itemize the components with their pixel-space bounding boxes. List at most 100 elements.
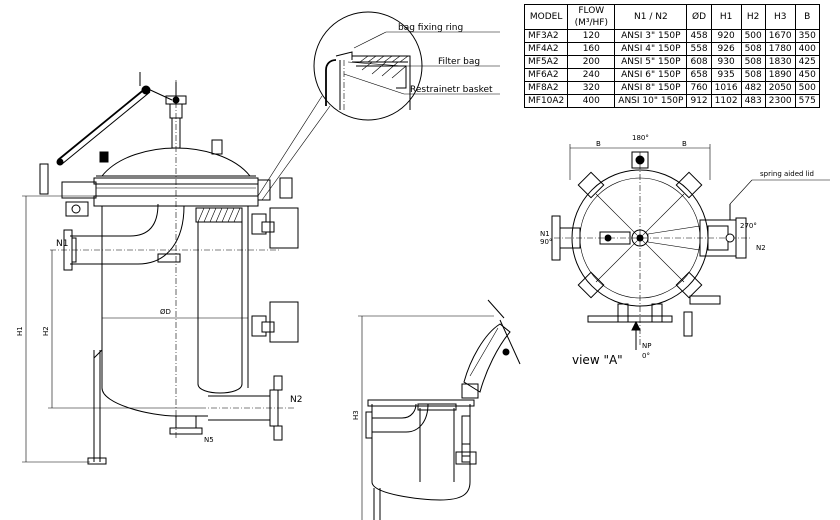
header-nozzles: N1 / N2: [614, 4, 688, 30]
open-body-flange: [367, 399, 475, 407]
table-cell: 1016: [710, 81, 742, 95]
open-outlet: [455, 451, 477, 465]
table-cell: 930: [710, 55, 742, 69]
table-header-row: MODEL FLOW (M³/HF) N1 / N2 ØD H1 H2 H3 B: [523, 4, 820, 30]
open-leg-bracket: [461, 443, 471, 463]
open-bag-ring: [417, 403, 457, 411]
inlet-gauge: [157, 253, 181, 263]
label-h3: H3: [352, 410, 360, 420]
top-lift-arm: [599, 231, 631, 245]
arm-pivot-icon: [56, 158, 64, 166]
top-lid-handle: [631, 151, 649, 169]
table-cell: 320: [567, 81, 616, 95]
detail-leader-line: [257, 95, 323, 197]
top-clamp-lug: [577, 171, 605, 199]
label-270: 270°: [740, 222, 757, 230]
open-lid-handle: [487, 299, 505, 319]
leader-bag-fixing-ring: [353, 31, 387, 49]
np-arrow-icon: [631, 320, 641, 331]
label-h1: H1: [16, 326, 24, 336]
lifting-arm: [61, 91, 151, 165]
table-cell: 1830: [764, 55, 796, 69]
vessel-shell: [101, 206, 208, 417]
table-cell: 1780: [764, 42, 796, 56]
open-basket: [419, 408, 455, 482]
label-top-n2: N2: [756, 244, 766, 252]
header-flow: FLOW (M³/HF): [567, 4, 616, 30]
table-cell: 608: [686, 55, 712, 69]
top-hinge-pin-icon: [725, 233, 735, 243]
table-cell: 400: [794, 42, 820, 56]
leg-bracket: [269, 301, 299, 343]
label-n2: N2: [290, 395, 302, 405]
top-right-handle: [689, 295, 721, 305]
table-cell: 912: [686, 94, 712, 108]
open-inlet-pipe: [372, 403, 417, 419]
latch-clamp: [99, 151, 109, 163]
detail-flange: [352, 55, 411, 110]
open-lid-flange: [469, 327, 499, 377]
label-spring-lid: spring aided lid: [760, 170, 814, 178]
open-inlet-pipe: [372, 403, 429, 433]
table-cell: 1890: [764, 68, 796, 82]
hinge-bolt-icon: [71, 204, 81, 214]
drain-pipe: [175, 416, 197, 428]
table-cell: 1670: [764, 29, 796, 43]
top-arm-pin-icon: [604, 234, 612, 242]
label-diameter: ØD: [160, 308, 171, 316]
lid-clamp: [257, 179, 271, 201]
table-cell: 160: [567, 42, 616, 56]
top-right-handle: [683, 311, 693, 337]
header-h2: H2: [740, 4, 766, 30]
header-b: B: [794, 4, 820, 30]
label-n1: N1: [56, 239, 68, 249]
label-restrainer-basket: Restrainetr basket: [410, 85, 493, 95]
open-vessel-shell: [371, 404, 471, 501]
table-cell: 658: [686, 68, 712, 82]
detail-ring-lip: [335, 51, 353, 60]
table-cell: MF3A2: [523, 29, 569, 43]
table-cell: 508: [740, 55, 766, 69]
table-cell: 500: [740, 29, 766, 43]
detail-leader-line: [261, 105, 331, 201]
lifting-arm: [57, 87, 147, 161]
table-cell: 508: [740, 42, 766, 56]
table-cell: ANSI 3" 150P: [614, 29, 688, 43]
table-cell: 500: [794, 81, 820, 95]
hinge-block: [65, 201, 89, 217]
table-cell: 200: [567, 55, 616, 69]
table-cell: 482: [740, 81, 766, 95]
table-cell: 483: [740, 94, 766, 108]
table-cell: MF5A2: [523, 55, 569, 69]
label-b-right: B: [682, 140, 687, 148]
hinge-plate: [39, 163, 49, 195]
table-cell: 935: [710, 68, 742, 82]
support-lug-bolt: [261, 321, 275, 333]
restrainer-basket: [197, 222, 243, 394]
table-cell: ANSI 8" 150P: [614, 81, 688, 95]
label-90: 90°: [540, 238, 552, 246]
table-cell: 2050: [764, 81, 796, 95]
table-cell: MF8A2: [523, 81, 569, 95]
table-cell: MF6A2: [523, 68, 569, 82]
label-180: 180°: [632, 134, 649, 142]
lid-pivot-icon: [502, 348, 510, 356]
top-clamp-lug: [577, 271, 605, 299]
inlet-pipe: [70, 205, 185, 265]
header-h1: H1: [710, 4, 742, 30]
top-bottom-bar: [587, 315, 673, 323]
outlet-port: [273, 375, 283, 391]
table-cell: 575: [794, 94, 820, 108]
header-h3: H3: [764, 4, 796, 30]
support-lug-bolt: [261, 221, 275, 233]
top-clamp-spoke: [595, 193, 685, 283]
leader-restrainer-basket: [343, 73, 405, 95]
table-cell: 425: [794, 55, 820, 69]
top-outlet-flange: [735, 217, 747, 259]
table-cell: 558: [686, 42, 712, 56]
table-cell: MF10A2: [523, 94, 569, 108]
table-cell: 2300: [764, 94, 796, 108]
